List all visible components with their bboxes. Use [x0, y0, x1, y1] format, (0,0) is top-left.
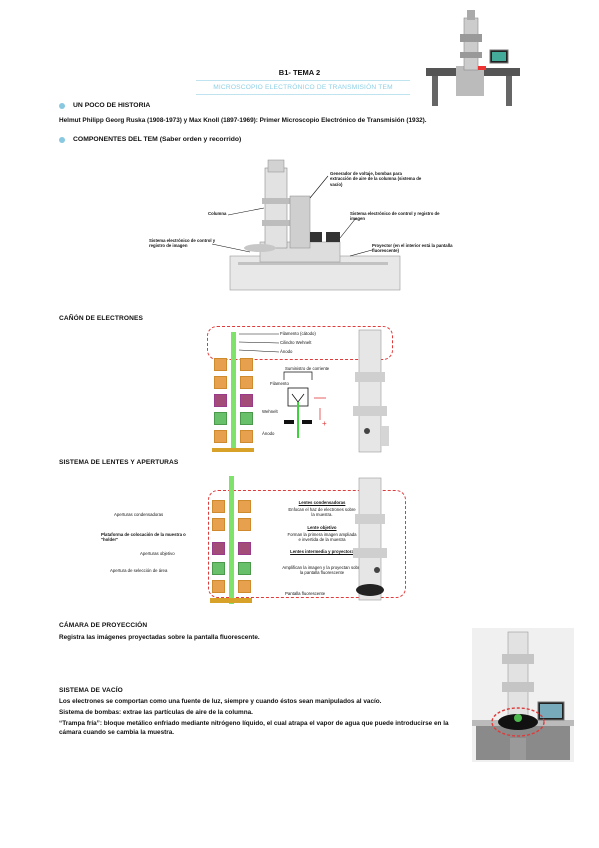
gun-schematic: + — [283, 371, 327, 438]
label-lc-title: Lentes condensadoras — [298, 500, 346, 505]
label-filamento-catodo: Filamento (cátodo) — [280, 331, 316, 336]
label-wehnelt: Wehnelt — [262, 409, 278, 414]
lens-column-diagram — [212, 332, 254, 454]
tem-cold-trap-photo — [472, 628, 574, 762]
canon-heading: CAÑÓN DE ELECTRONES — [59, 315, 143, 322]
label-cilindro-wehnelt: Cilindro Wehnelt — [280, 340, 312, 345]
vacio-line-1: Los electrones se comportan como una fue… — [59, 698, 382, 705]
label-anodo-small: Ánodo — [262, 431, 275, 436]
column-photo-gun — [353, 329, 389, 453]
document-subtitle: MICROSCOPIO ELECTRÓNICO DE TRANSMISIÓN T… — [196, 80, 410, 95]
label-pantalla: Pantalla fluorescente — [285, 591, 326, 596]
label-filamento: Filamento — [270, 381, 289, 386]
bullet-icon — [59, 137, 65, 143]
lentes-heading: SISTEMA DE LENTES Y APERTURAS — [59, 459, 179, 466]
column-photo-lenses — [353, 477, 387, 601]
label-generador: Generador de voltaje, bombas para extrac… — [330, 171, 422, 187]
label-suministro: Suministro de corriente — [285, 366, 330, 371]
vacio-line-3: “Trampa fría”: bloque metálico enfriado … — [59, 720, 449, 736]
tem-components-figure — [211, 159, 401, 291]
camara-text: Registra las imágenes proyectadas sobre … — [59, 634, 260, 641]
label-sistema-left: Sistema electrónico de control y registr… — [149, 238, 216, 249]
label-lc-desc: Enfocan el haz de electrones sobre la mu… — [288, 507, 356, 518]
gun-pointer-lines — [238, 333, 280, 353]
svg-text:+: + — [322, 419, 327, 428]
vacio-heading: SISTEMA DE VACÍO — [59, 687, 123, 694]
label-lo-title: Lente objetivo — [307, 525, 337, 530]
label-plataforma: Plataforma de colocación de la muestra o… — [101, 532, 186, 543]
gun-highlight-box — [207, 326, 393, 360]
lens-system-diagram — [210, 476, 252, 606]
components-heading: COMPONENTES DEL TEM (Saber orden y recor… — [73, 136, 242, 143]
history-text: Helmut Philipp Georg Ruska (1908-1973) y… — [59, 117, 427, 124]
label-ap-cond: Aperturas condensadoras — [114, 512, 164, 517]
camara-heading: CÁMARA DE PROYECCIÓN — [59, 622, 148, 629]
document-title: B1- TEMA 2 — [278, 68, 321, 77]
label-li-title: Lentes intermedia y proyectora — [290, 549, 354, 554]
lens-highlight-box — [208, 490, 406, 598]
label-anodo: Ánodo — [280, 349, 293, 354]
label-proyector: Proyector (en el interior está la pantal… — [372, 243, 453, 254]
label-lo-desc: Forman la primera imagen ampliada e inve… — [287, 532, 357, 543]
history-heading: UN POCO DE HISTORIA — [73, 102, 151, 109]
label-ap-obj: Aperturas objetivo — [140, 551, 175, 556]
label-li-desc: Amplifican la imagen y la proyectan sobr… — [282, 565, 362, 576]
tem-workstation-image — [426, 10, 520, 106]
label-ap-sel: Apertura de selección de área — [110, 568, 168, 573]
label-columna: Columna — [208, 211, 227, 216]
bullet-icon — [59, 103, 65, 109]
label-sistema-right: Sistema electrónico de control y registr… — [350, 211, 440, 222]
vacio-line-2: Sistema de bombas: extrae las partículas… — [59, 709, 253, 716]
